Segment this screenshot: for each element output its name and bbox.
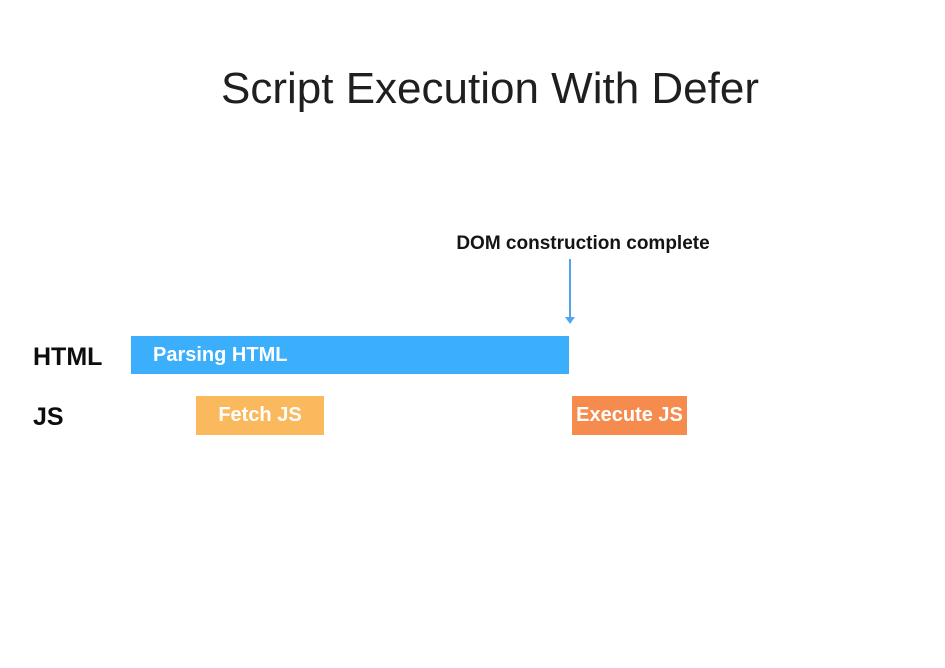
bar-parsing-html: Parsing HTML: [131, 336, 569, 374]
bar-label-execute-js: Execute JS: [576, 404, 683, 426]
arrow-line: [569, 259, 571, 317]
row-label-js: JS: [33, 403, 64, 431]
diagram-title: Script Execution With Defer: [221, 64, 759, 113]
bar-fetch-js: Fetch JS: [196, 396, 324, 435]
annotation-label: DOM construction complete: [456, 233, 710, 254]
bar-label-fetch-js: Fetch JS: [218, 404, 302, 426]
arrow-head: [565, 317, 575, 324]
bar-execute-js: Execute JS: [572, 396, 687, 435]
bar-label-parsing-html: Parsing HTML: [153, 343, 288, 366]
down-arrow-icon: [564, 259, 576, 324]
row-label-html: HTML: [33, 343, 103, 371]
